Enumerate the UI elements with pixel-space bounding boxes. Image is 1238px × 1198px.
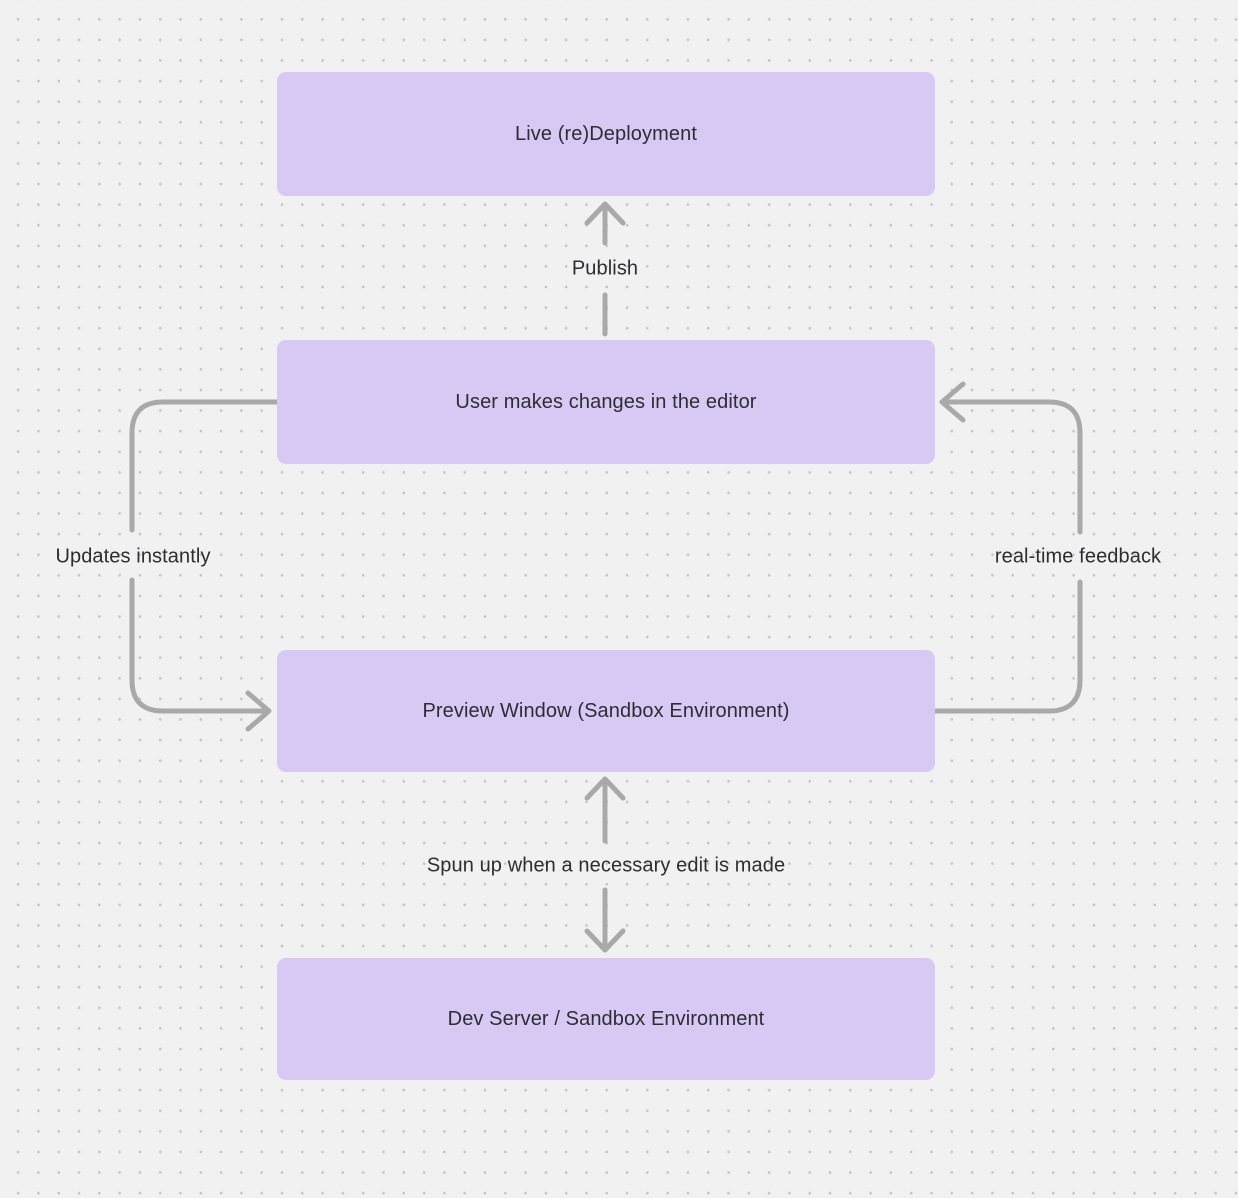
arrowhead-down-icon (584, 928, 626, 953)
node-dev-server-label: Dev Server / Sandbox Environment (447, 1007, 765, 1030)
arrowhead-up-icon (584, 776, 626, 801)
edge-label-updates-instantly: Updates instantly (55, 545, 211, 568)
edge-label-spun-up: Spun up when a necessary edit is made (426, 854, 786, 877)
edge-updates-segment-bottom (129, 577, 269, 714)
node-editor-changes-label: User makes changes in the editor (455, 390, 757, 413)
edge-updates-segment-top (129, 399, 280, 533)
node-preview-window[interactable]: Preview Window (Sandbox Environment) (277, 650, 935, 772)
edge-feedback-segment-bottom (932, 579, 1083, 714)
node-live-deployment-label: Live (re)Deployment (515, 122, 697, 145)
node-dev-server[interactable]: Dev Server / Sandbox Environment (277, 958, 935, 1080)
edge-label-publish: Publish (571, 257, 639, 280)
arrowhead-right-icon (245, 690, 272, 732)
node-live-deployment[interactable]: Live (re)Deployment (277, 72, 935, 196)
arrowhead-up-icon (584, 201, 626, 226)
edge-feedback-segment-top (941, 399, 1083, 535)
arrowhead-left-icon (939, 381, 966, 423)
node-editor-changes[interactable]: User makes changes in the editor (277, 340, 935, 464)
node-preview-window-label: Preview Window (Sandbox Environment) (422, 699, 790, 722)
edge-label-real-time-feedback: real-time feedback (994, 545, 1162, 568)
